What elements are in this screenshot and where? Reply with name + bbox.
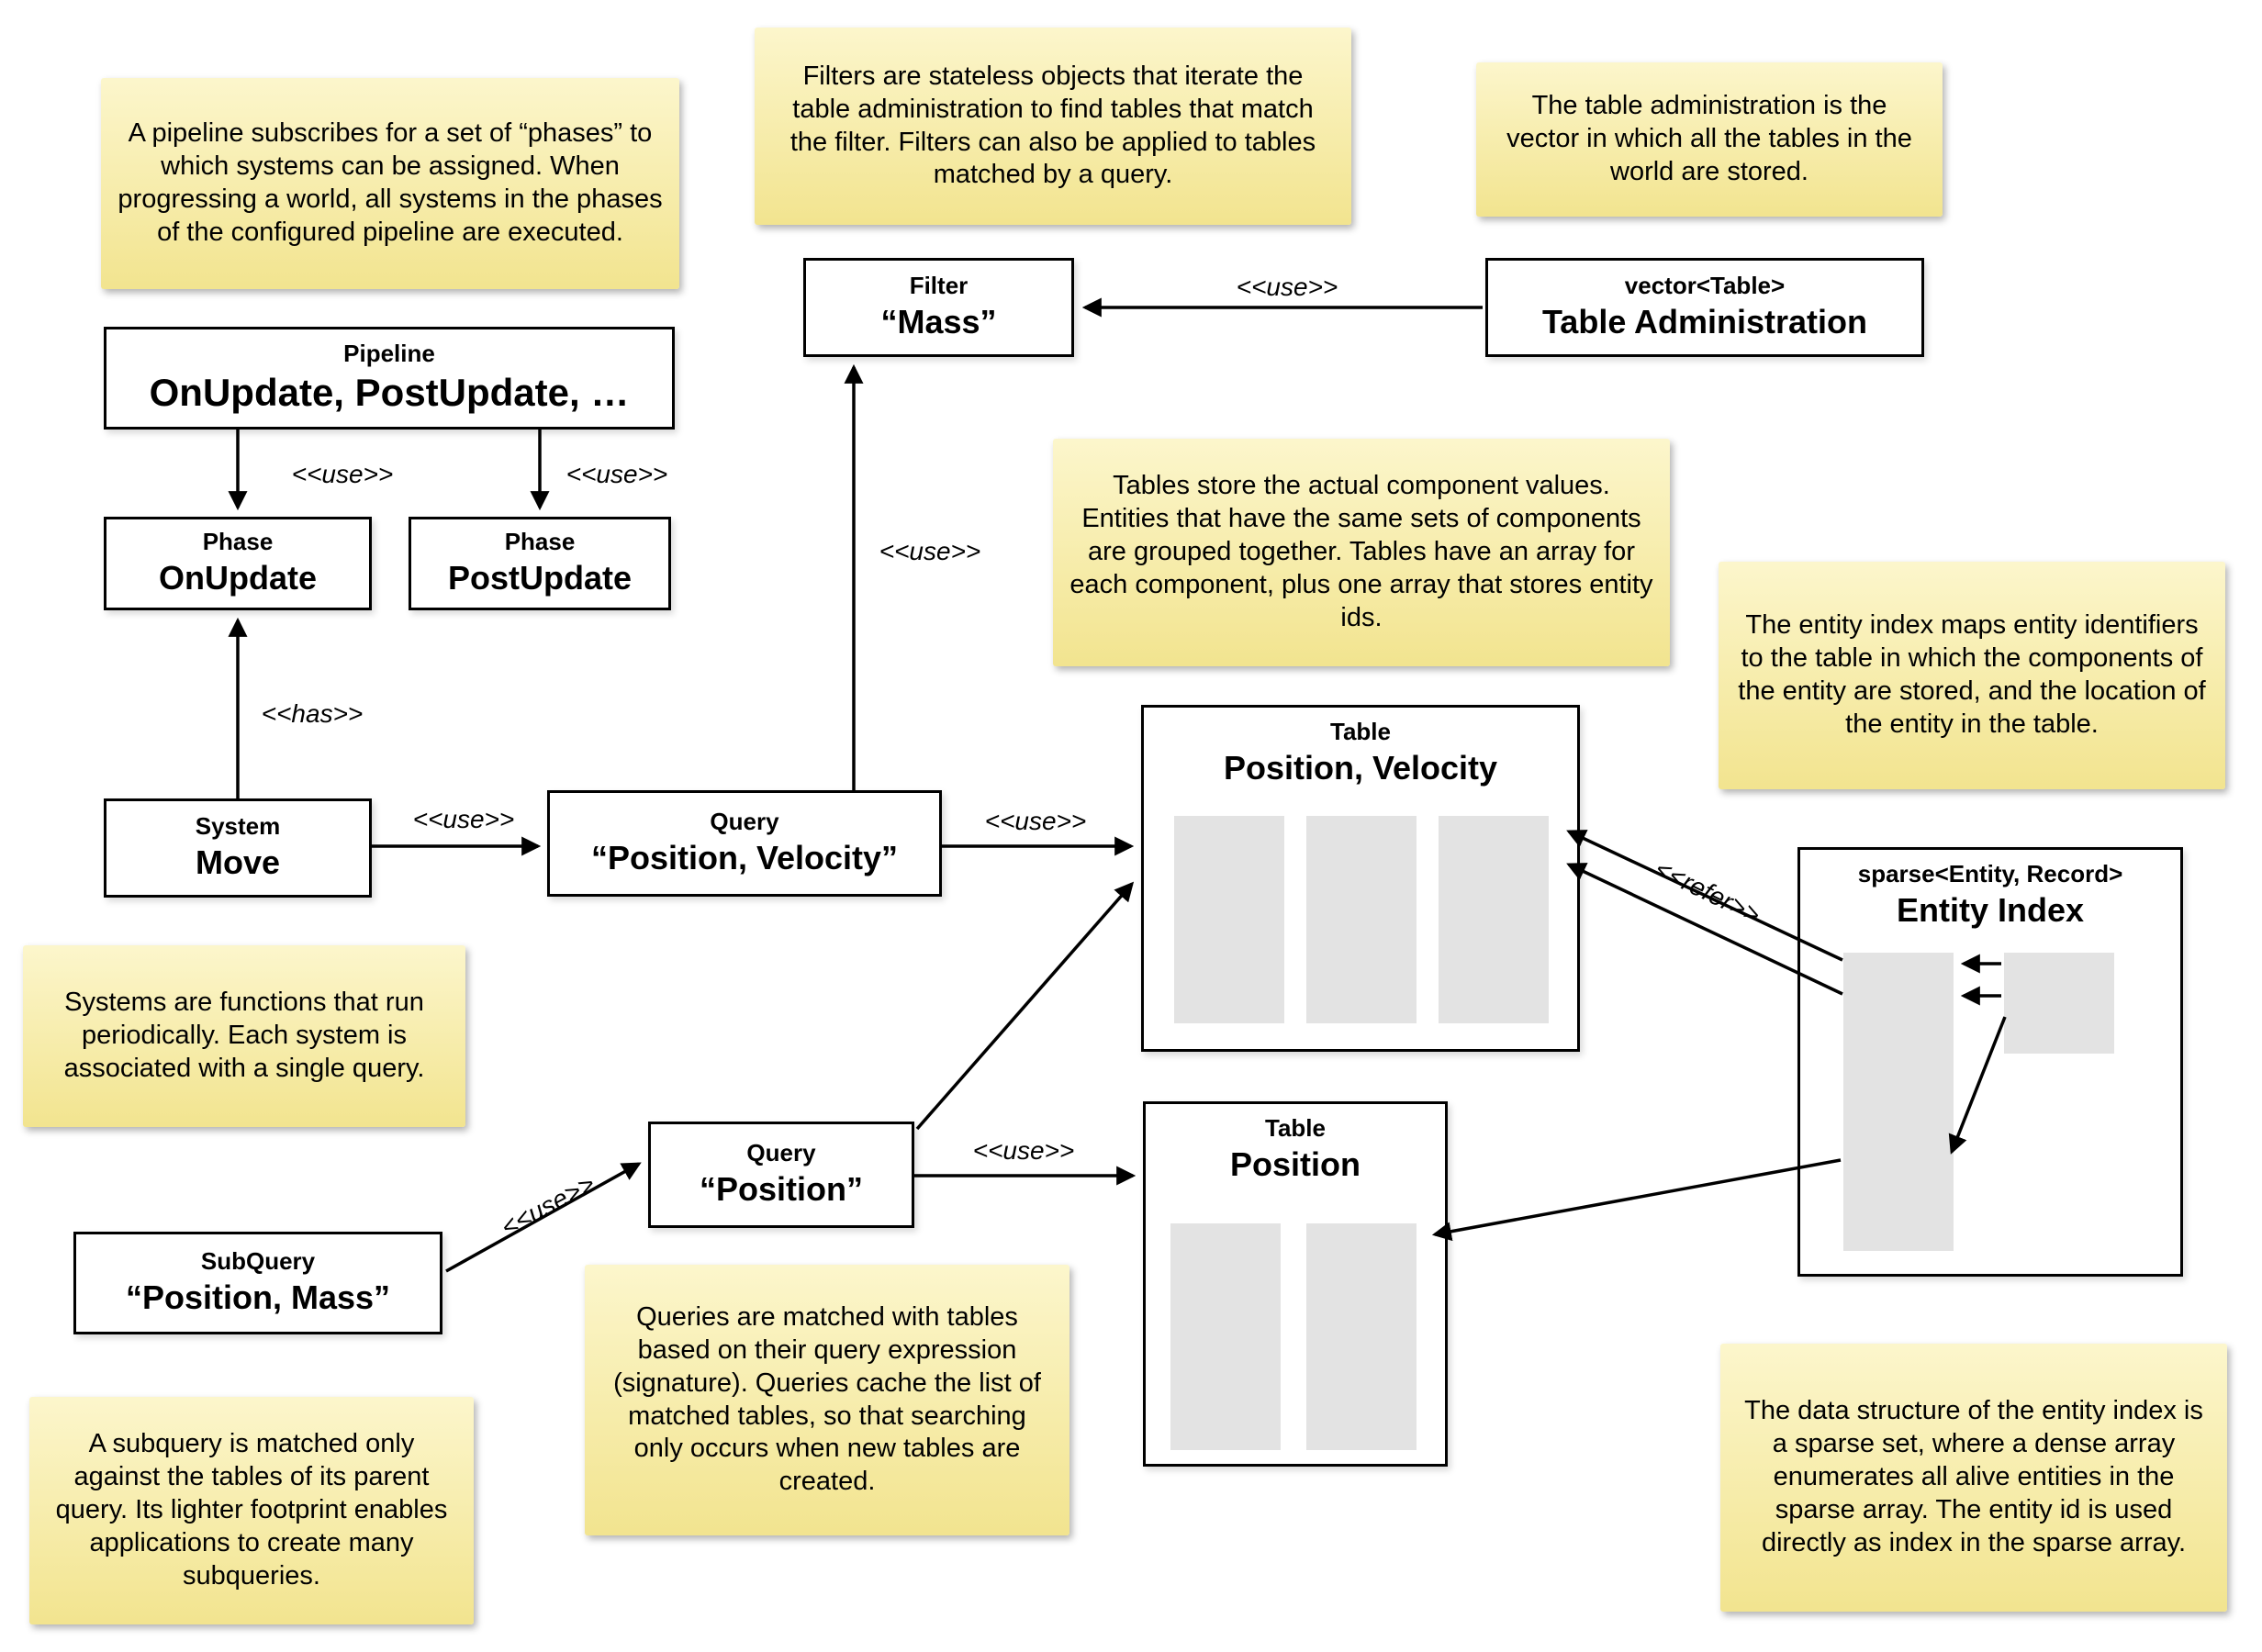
node-entity-index: sparse<Entity, Record> Entity Index — [1797, 847, 2183, 1277]
edge-label-use-admin-filter: <<use>> — [1236, 273, 1338, 301]
edge-label-has-system-phase: <<has>> — [261, 699, 364, 728]
note-entity-index: The entity index maps entity identifiers… — [1719, 562, 2225, 789]
node-pipeline: Pipeline OnUpdate, PostUpdate, … — [104, 327, 675, 430]
node-pipeline-label: OnUpdate, PostUpdate, … — [149, 370, 630, 414]
component-array-column — [1306, 816, 1417, 1023]
note-sparse-set-text: The data structure of the entity index i… — [1744, 1396, 2203, 1557]
node-query-position-stereotype: Query — [746, 1139, 816, 1167]
node-table-administration-stereotype: vector<Table> — [1624, 272, 1786, 300]
node-table-position-velocity: Table Position, Velocity — [1141, 705, 1580, 1052]
node-phase-onupdate-label: OnUpdate — [158, 559, 317, 597]
node-table-position-velocity-label: Position, Velocity — [1223, 748, 1498, 787]
component-array-column — [1439, 816, 1549, 1023]
note-queries: Queries are matched with tables based on… — [585, 1265, 1069, 1535]
node-filter-mass-label: “Mass” — [880, 303, 997, 341]
node-phase-onupdate: Phase OnUpdate — [104, 517, 372, 610]
node-phase-postupdate: Phase PostUpdate — [409, 517, 671, 610]
component-array-column — [1306, 1223, 1417, 1450]
note-table-administration-text: The table administration is the vector i… — [1506, 91, 1912, 186]
node-system-move-label: Move — [195, 843, 281, 882]
node-table-position-label: Position — [1230, 1144, 1361, 1183]
component-array-column — [1170, 1223, 1281, 1450]
edge-label-use-query-filter: <<use>> — [879, 537, 981, 565]
node-entity-index-label: Entity Index — [1896, 890, 2085, 929]
edge-label-use-query-table-pv: <<use>> — [984, 807, 1087, 835]
note-pipeline: A pipeline subscribes for a set of “phas… — [101, 78, 679, 289]
node-system-move: System Move — [104, 798, 372, 898]
note-subquery: A subquery is matched only against the t… — [29, 1397, 474, 1624]
node-system-move-stereotype: System — [195, 812, 281, 841]
edge-label-use-system-query: <<use>> — [412, 805, 515, 833]
note-sparse-set: The data structure of the entity index i… — [1720, 1344, 2227, 1612]
note-filters-text: Filters are stateless objects that itera… — [789, 61, 1316, 190]
connector-entityindex-to-tablepos — [1431, 1158, 1842, 1242]
node-phase-postupdate-stereotype: Phase — [504, 528, 576, 556]
node-table-position-stereotype: Table — [1265, 1114, 1326, 1142]
node-query-position-velocity: Query “Position, Velocity” — [547, 790, 942, 897]
note-tables: Tables store the actual component values… — [1053, 439, 1670, 666]
note-systems-text: Systems are functions that run periodica… — [63, 988, 425, 1083]
component-array-column — [1174, 816, 1284, 1023]
sparse-array-column — [1843, 953, 1954, 1251]
note-filters: Filters are stateless objects that itera… — [755, 28, 1351, 225]
node-entity-index-stereotype: sparse<Entity, Record> — [1857, 860, 2123, 887]
node-subquery-position-mass: SubQuery “Position, Mass” — [73, 1232, 442, 1334]
node-phase-onupdate-stereotype: Phase — [202, 528, 274, 556]
node-filter-mass-stereotype: Filter — [909, 272, 969, 300]
edge-label-use-subquery-querypos: <<use>> — [496, 1168, 599, 1243]
node-subquery-position-mass-stereotype: SubQuery — [200, 1247, 316, 1276]
note-subquery-text: A subquery is matched only against the t… — [55, 1429, 448, 1591]
note-pipeline-text: A pipeline subscribes for a set of “phas… — [118, 118, 663, 247]
node-table-administration-label: Table Administration — [1541, 303, 1868, 341]
edge-label-refer-entityindex: <<refer>> — [1651, 854, 1765, 930]
edge-label-use-querypos-tablepos: <<use>> — [972, 1136, 1075, 1165]
node-query-position-label: “Position” — [700, 1170, 863, 1209]
edge-label-use-pipeline-onupdate: <<use>> — [291, 460, 394, 488]
node-filter-mass: Filter “Mass” — [803, 258, 1074, 357]
note-table-administration: The table administration is the vector i… — [1476, 62, 1943, 217]
note-entity-index-text: The entity index maps entity identifiers… — [1738, 610, 2206, 739]
node-phase-postupdate-label: PostUpdate — [447, 559, 633, 597]
connector-querypos-to-table-pv — [915, 881, 1135, 1131]
node-query-position-velocity-label: “Position, Velocity” — [590, 839, 899, 877]
node-table-administration: vector<Table> Table Administration — [1485, 258, 1924, 357]
node-query-position: Query “Position” — [648, 1122, 914, 1228]
note-tables-text: Tables store the actual component values… — [1069, 471, 1653, 632]
note-systems: Systems are functions that run periodica… — [23, 945, 465, 1127]
node-pipeline-stereotype: Pipeline — [343, 339, 435, 367]
note-queries-text: Queries are matched with tables based on… — [613, 1301, 1041, 1497]
node-query-position-velocity-stereotype: Query — [710, 808, 779, 836]
node-table-position-velocity-stereotype: Table — [1330, 718, 1391, 745]
node-subquery-position-mass-label: “Position, Mass” — [125, 1278, 391, 1317]
edge-label-use-pipeline-postupdate: <<use>> — [566, 460, 668, 488]
node-table-position: Table Position — [1143, 1101, 1448, 1467]
dense-array-block — [2004, 953, 2114, 1054]
